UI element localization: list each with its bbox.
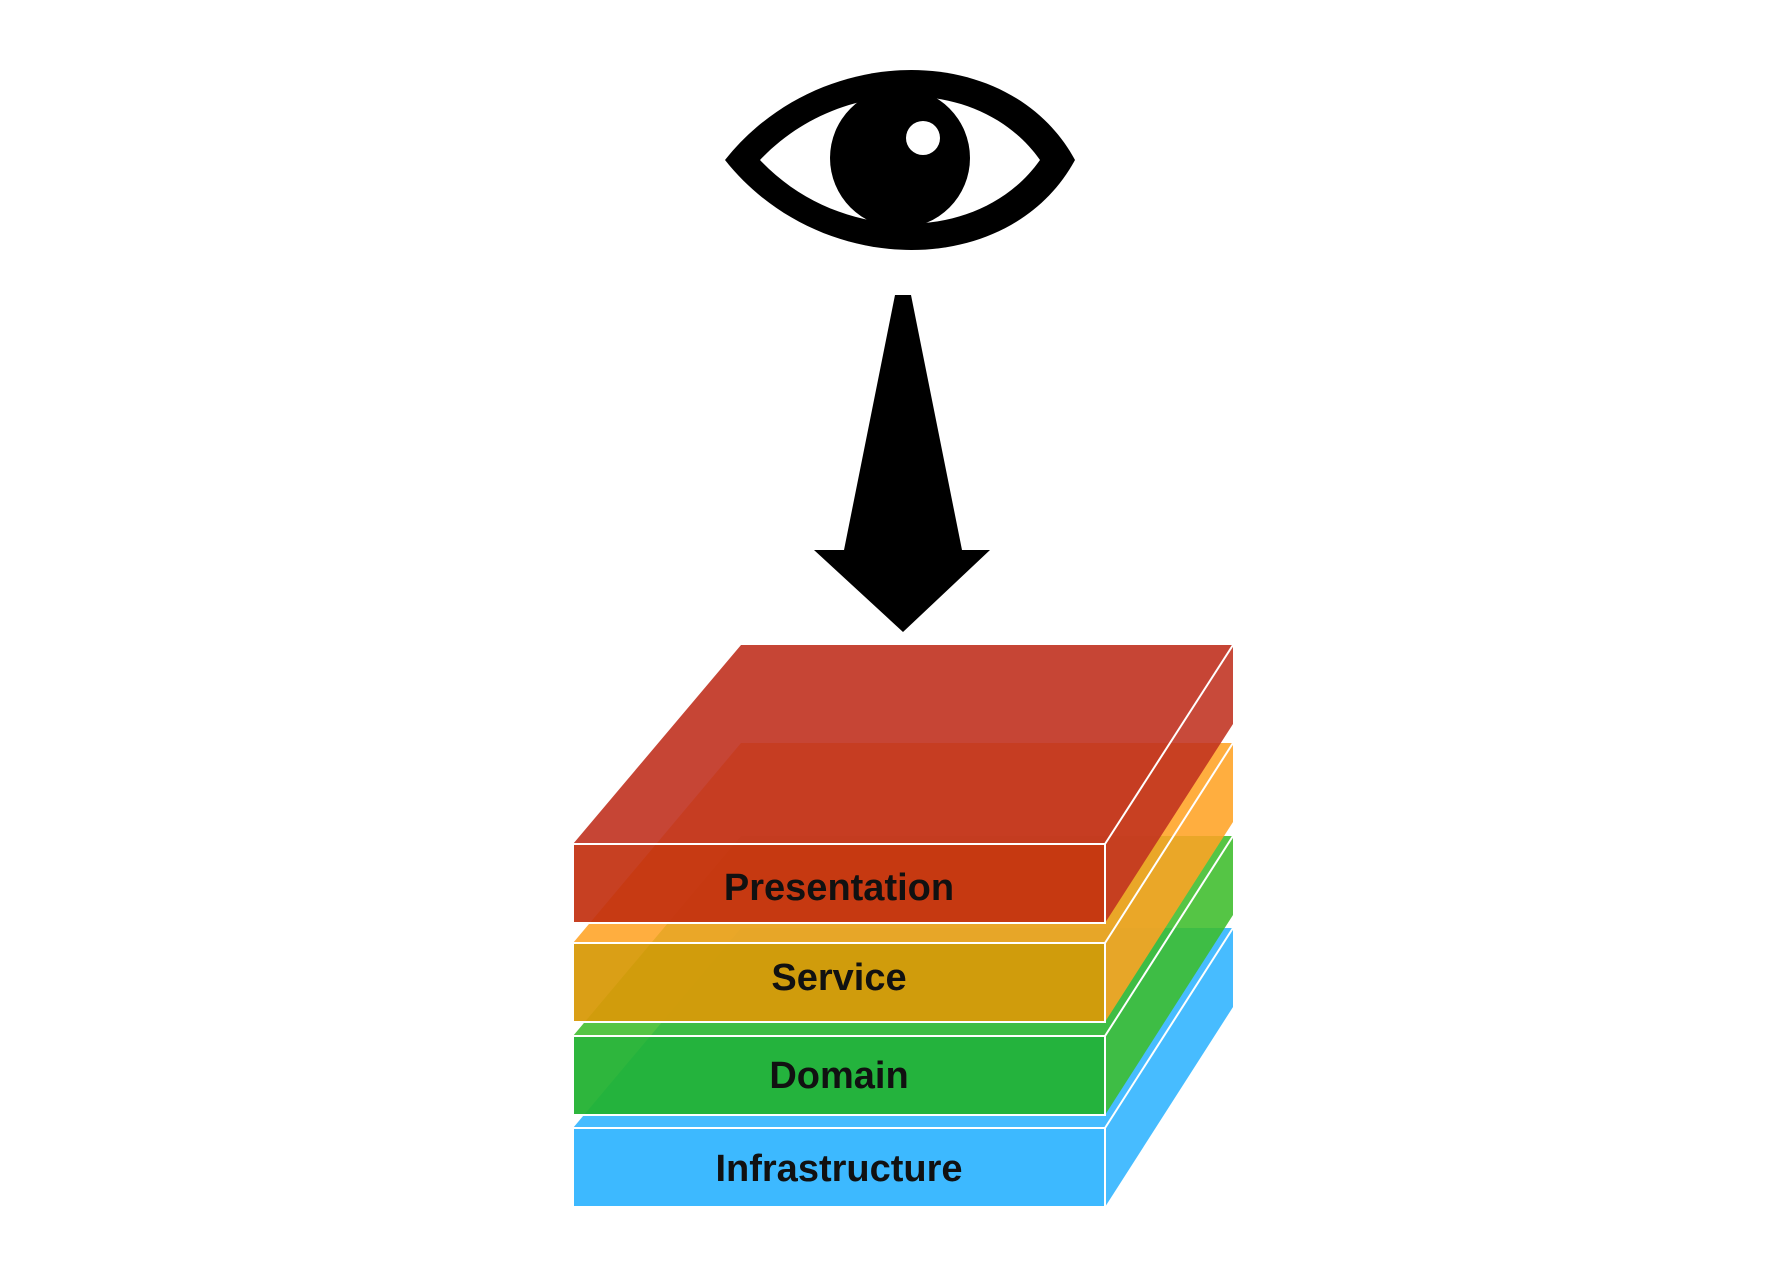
layer-domain-label: Domain xyxy=(769,1055,908,1097)
layer-presentation-label: Presentation xyxy=(724,867,954,909)
layer-presentation-front xyxy=(572,843,1106,924)
layer-domain-side xyxy=(1105,836,1233,1115)
arrow-down-icon xyxy=(814,295,990,632)
layer-service-label: Service xyxy=(771,957,906,999)
layer-domain-front xyxy=(572,1035,1106,1116)
layer-service-side xyxy=(1105,743,1233,1022)
layer-infrastructure-front xyxy=(572,1127,1106,1208)
layer-presentation: Presentation xyxy=(572,644,1234,924)
layer-stack: Infrastructure Domain Service Presentati… xyxy=(572,644,1234,1208)
layer-presentation-top xyxy=(573,645,1233,844)
layer-service-front xyxy=(572,942,1106,1023)
layer-infrastructure-label: Infrastructure xyxy=(715,1148,962,1190)
layer-infrastructure-side xyxy=(1105,928,1233,1207)
layer-presentation-side xyxy=(1105,645,1233,923)
eye-icon xyxy=(725,70,1075,250)
